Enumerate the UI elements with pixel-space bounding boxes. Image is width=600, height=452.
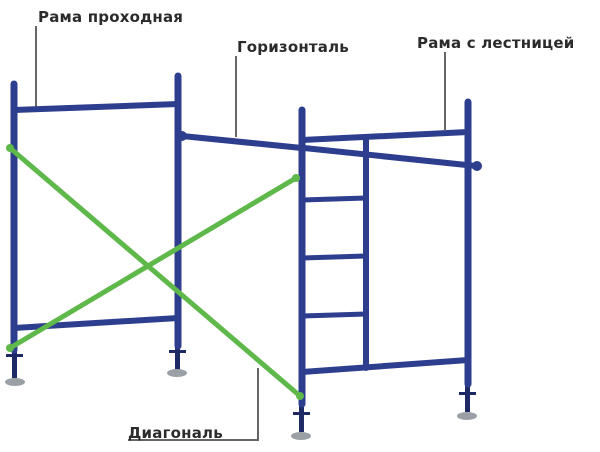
walk-frame-bottom-bar: [11, 315, 181, 331]
label-diagonal: Диагональ: [128, 424, 223, 442]
diagonal-joint: [6, 344, 14, 352]
horizontal-joint-right: [472, 161, 482, 171]
ladder-rung: [299, 253, 369, 261]
ladder-frame-bottom-bar: [299, 357, 471, 375]
ladder-frame-front: [298, 106, 471, 408]
diagonal-brace-b: [7, 175, 299, 351]
walk-through-frame: [10, 72, 182, 354]
horizontal-bar-long: [301, 145, 479, 169]
ladder-frame-top-bar: [299, 129, 471, 143]
label-walk-through-frame: Рама проходная: [38, 8, 184, 26]
base-jack-left-front: [5, 346, 25, 386]
walk-frame-top-bar: [11, 101, 181, 113]
diagonal-joint: [292, 174, 300, 182]
horizontal-bar-front: [179, 133, 305, 151]
diagonal-joint: [296, 392, 304, 400]
label-horizontal: Горизонталь: [237, 38, 349, 56]
base-jack-right-front: [291, 400, 311, 440]
base-jack-left-back: [167, 342, 187, 377]
diagonals: [6, 144, 304, 400]
horizontal-joint-left: [177, 131, 187, 141]
horizontals: [177, 131, 482, 171]
base-jack-right-back: [457, 382, 477, 420]
ladder-rung: [299, 311, 369, 319]
ladder-rung: [299, 195, 369, 203]
callout-diagonal: [128, 368, 259, 441]
base-jacks: [5, 342, 477, 440]
label-ladder-frame: Рама с лестницей: [417, 34, 575, 52]
diagonal-joint: [6, 144, 14, 152]
callout-lines: [35, 26, 446, 441]
diagonal-brace-a: [7, 145, 303, 399]
